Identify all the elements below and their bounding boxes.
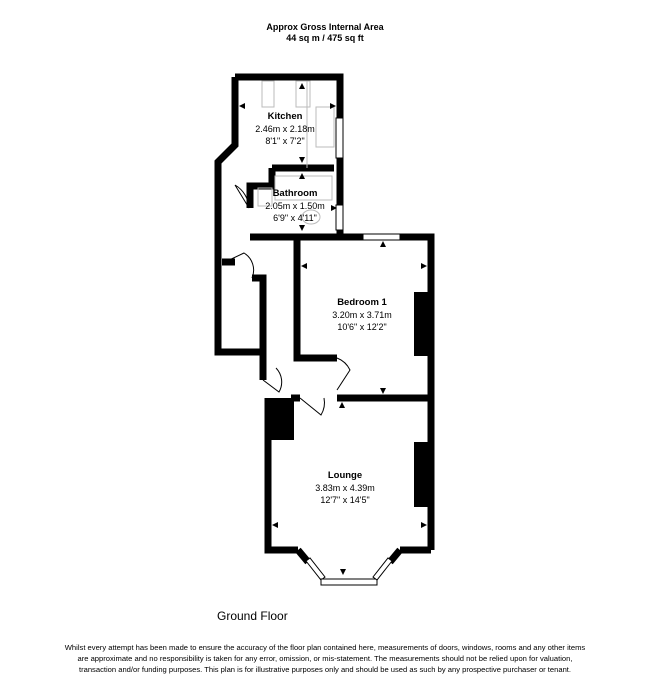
area-title: Approx Gross Internal Area <box>266 22 384 32</box>
room-name: Kitchen <box>267 111 303 122</box>
room-metric: 2.05m x 1.50m <box>265 201 325 211</box>
room-imperial: 8'1" x 7'2" <box>265 136 305 146</box>
room-imperial: 12'7" x 14'5" <box>320 495 370 505</box>
room-name: Lounge <box>327 470 363 481</box>
room-bathroom: Bathroom 2.05m x 1.50m 6'9" x 4'11" <box>265 188 325 224</box>
room-name: Bathroom <box>272 188 318 199</box>
room-imperial: 10'6" x 12'2" <box>337 322 387 332</box>
room-imperial: 6'9" x 4'11" <box>273 213 317 223</box>
chimney-breast-lounge <box>268 398 294 440</box>
room-metric: 2.46m x 2.18m <box>255 124 315 134</box>
room-metric: 3.20m x 3.71m <box>332 310 392 320</box>
room-metric: 3.83m x 4.39m <box>315 483 375 493</box>
room-name: Bedroom 1 <box>337 297 387 308</box>
fixtures <box>257 80 335 225</box>
walls <box>214 73 435 565</box>
doors <box>224 184 351 416</box>
area-header: Approx Gross Internal Area 44 sq m / 475… <box>0 22 650 44</box>
area-value: 44 sq m / 475 sq ft <box>286 33 364 43</box>
floor-label: Ground Floor <box>217 609 288 623</box>
dimension-arrows <box>239 83 427 575</box>
room-lounge: Lounge 3.83m x 4.39m 12'7" x 14'5" <box>315 470 375 506</box>
room-bedroom-1: Bedroom 1 3.20m x 3.71m 10'6" x 12'2" <box>332 297 392 333</box>
room-kitchen: Kitchen 2.46m x 2.18m 8'1" x 7'2" <box>255 111 315 147</box>
chimney-breast-bedroom <box>414 292 428 356</box>
windows <box>305 117 401 586</box>
chimney-breast-lounge-right <box>414 442 428 507</box>
disclaimer: Whilst every attempt has been made to en… <box>64 643 586 674</box>
